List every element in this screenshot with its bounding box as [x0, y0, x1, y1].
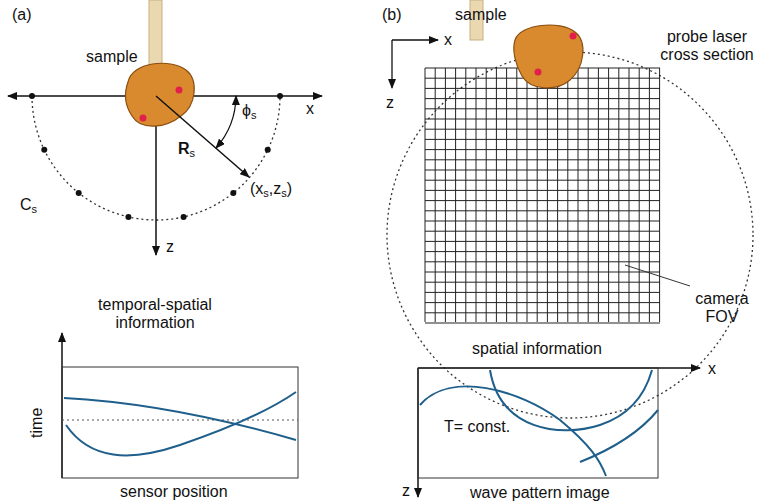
label: Rs [178, 140, 195, 159]
probe-beam [149, 0, 162, 72]
label: probe laser cross section [654, 28, 760, 63]
label: (a) [12, 6, 32, 24]
label: z [402, 482, 410, 500]
radius-arrow [156, 96, 249, 177]
label: z [166, 238, 174, 256]
plot-frame [62, 367, 298, 478]
label: x [444, 31, 452, 49]
label: T= const. [444, 418, 510, 436]
label: x [708, 360, 716, 378]
label: (xs,zs) [250, 180, 292, 199]
camera-grid [425, 68, 660, 323]
angle-arc [216, 96, 236, 148]
label: x [306, 100, 314, 118]
label: wave pattern image [470, 484, 610, 502]
label: (b) [382, 6, 402, 24]
sensor-dots [29, 93, 283, 220]
leader-line [625, 265, 690, 286]
label: camera FOV [684, 290, 760, 325]
label: spatial information [472, 340, 602, 358]
label: temporal-spatial information [95, 296, 215, 331]
label: sensor position [120, 483, 228, 501]
label: z [386, 94, 394, 112]
label: time [28, 408, 46, 438]
label: sample [455, 6, 507, 24]
sample-blob [125, 63, 194, 126]
label: Cs [20, 196, 37, 215]
laser-cross-section [387, 52, 753, 418]
label: ϕs [242, 102, 256, 121]
sample-blob [514, 25, 583, 88]
label: sample [86, 48, 138, 66]
